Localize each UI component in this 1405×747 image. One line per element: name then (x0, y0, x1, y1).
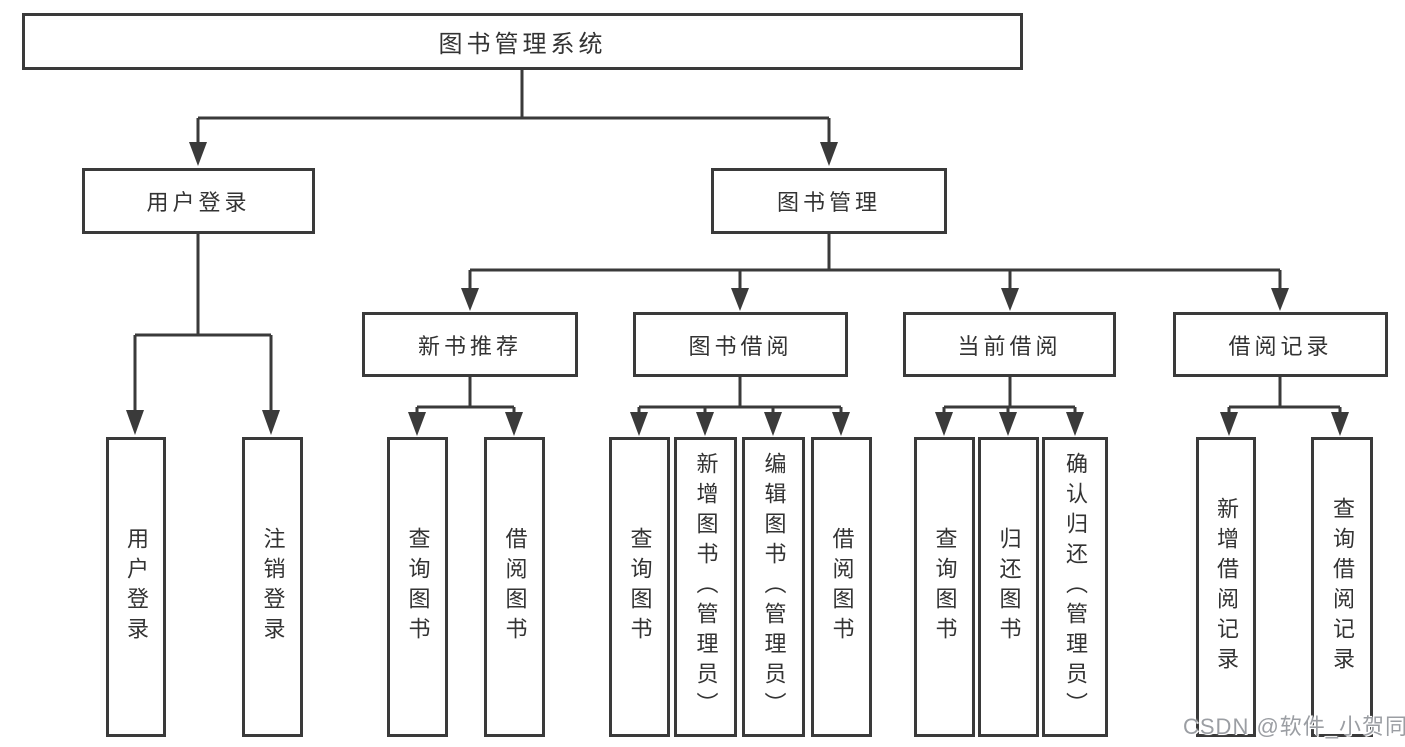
current-borrow-connector (942, 377, 1077, 414)
leaf-logout-label: 注销登录 (260, 527, 286, 647)
root-node-label: 图书管理系统 (438, 31, 607, 58)
leaf-add-borrow-record-label: 新增借阅记录 (1214, 497, 1239, 677)
branch-user-login: 用户登录 (82, 168, 315, 234)
book-management-connector (468, 234, 1282, 289)
leaf-borrow-query-books-label: 查询图书 (627, 527, 653, 647)
leaf-confirm-return-admin: 确认归还（管理员） (1042, 437, 1108, 737)
section-current-borrow-label: 当前借阅 (957, 333, 1062, 359)
user-login-connector (133, 234, 273, 411)
csdn-watermark: CSDN @软件_小贺同学 (1183, 714, 1405, 739)
leaf-add-books-admin: 新增图书（管理员） (674, 437, 737, 737)
leaf-return-books: 归还图书 (978, 437, 1039, 737)
leaf-borrow-books-label: 借阅图书 (829, 527, 855, 647)
leaf-borrow-books: 借阅图书 (811, 437, 872, 737)
leaf-confirm-return-admin-label: 确认归还（管理员） (1063, 452, 1088, 722)
leaf-return-books-label: 归还图书 (996, 527, 1022, 647)
section-current-borrow: 当前借阅 (903, 312, 1116, 377)
section-book-borrow-label: 图书借阅 (688, 333, 793, 359)
root-connector (196, 70, 831, 143)
leaf-user-login: 用户登录 (106, 437, 166, 737)
section-new-book-recommend-label: 新书推荐 (417, 333, 522, 359)
leaf-recommend-query-books: 查询图书 (387, 437, 448, 737)
borrow-records-connector (1227, 377, 1342, 414)
section-new-book-recommend: 新书推荐 (362, 312, 578, 377)
leaf-edit-books-admin-label: 编辑图书（管理员） (761, 452, 787, 722)
leaf-user-login-label: 用户登录 (124, 527, 149, 647)
leaf-current-query-books-label: 查询图书 (932, 527, 958, 647)
book-borrow-connector (637, 377, 843, 414)
root-node: 图书管理系统 (22, 13, 1023, 70)
branch-book-management: 图书管理 (711, 168, 947, 234)
leaf-recommend-borrow-books-label: 借阅图书 (502, 527, 528, 647)
leaf-edit-books-admin: 编辑图书（管理员） (742, 437, 805, 737)
leaf-current-query-books: 查询图书 (914, 437, 975, 737)
leaf-borrow-query-books: 查询图书 (609, 437, 670, 737)
leaf-add-books-admin-label: 新增图书（管理员） (693, 452, 719, 722)
new-book-recommend-connector (415, 377, 516, 414)
section-borrow-records: 借阅记录 (1173, 312, 1388, 377)
leaf-query-borrow-record-label: 查询借阅记录 (1330, 497, 1355, 677)
arrowheads (126, 142, 1349, 436)
section-book-borrow: 图书借阅 (633, 312, 848, 377)
leaf-query-borrow-record: 查询借阅记录 (1311, 437, 1373, 737)
leaf-recommend-query-books-label: 查询图书 (405, 527, 431, 647)
leaf-logout: 注销登录 (242, 437, 303, 737)
leaf-recommend-borrow-books: 借阅图书 (484, 437, 545, 737)
leaf-add-borrow-record: 新增借阅记录 (1196, 437, 1256, 737)
section-borrow-records-label: 借阅记录 (1228, 333, 1333, 359)
branch-user-login-label: 用户登录 (146, 190, 251, 215)
branch-book-management-label: 图书管理 (776, 190, 881, 215)
